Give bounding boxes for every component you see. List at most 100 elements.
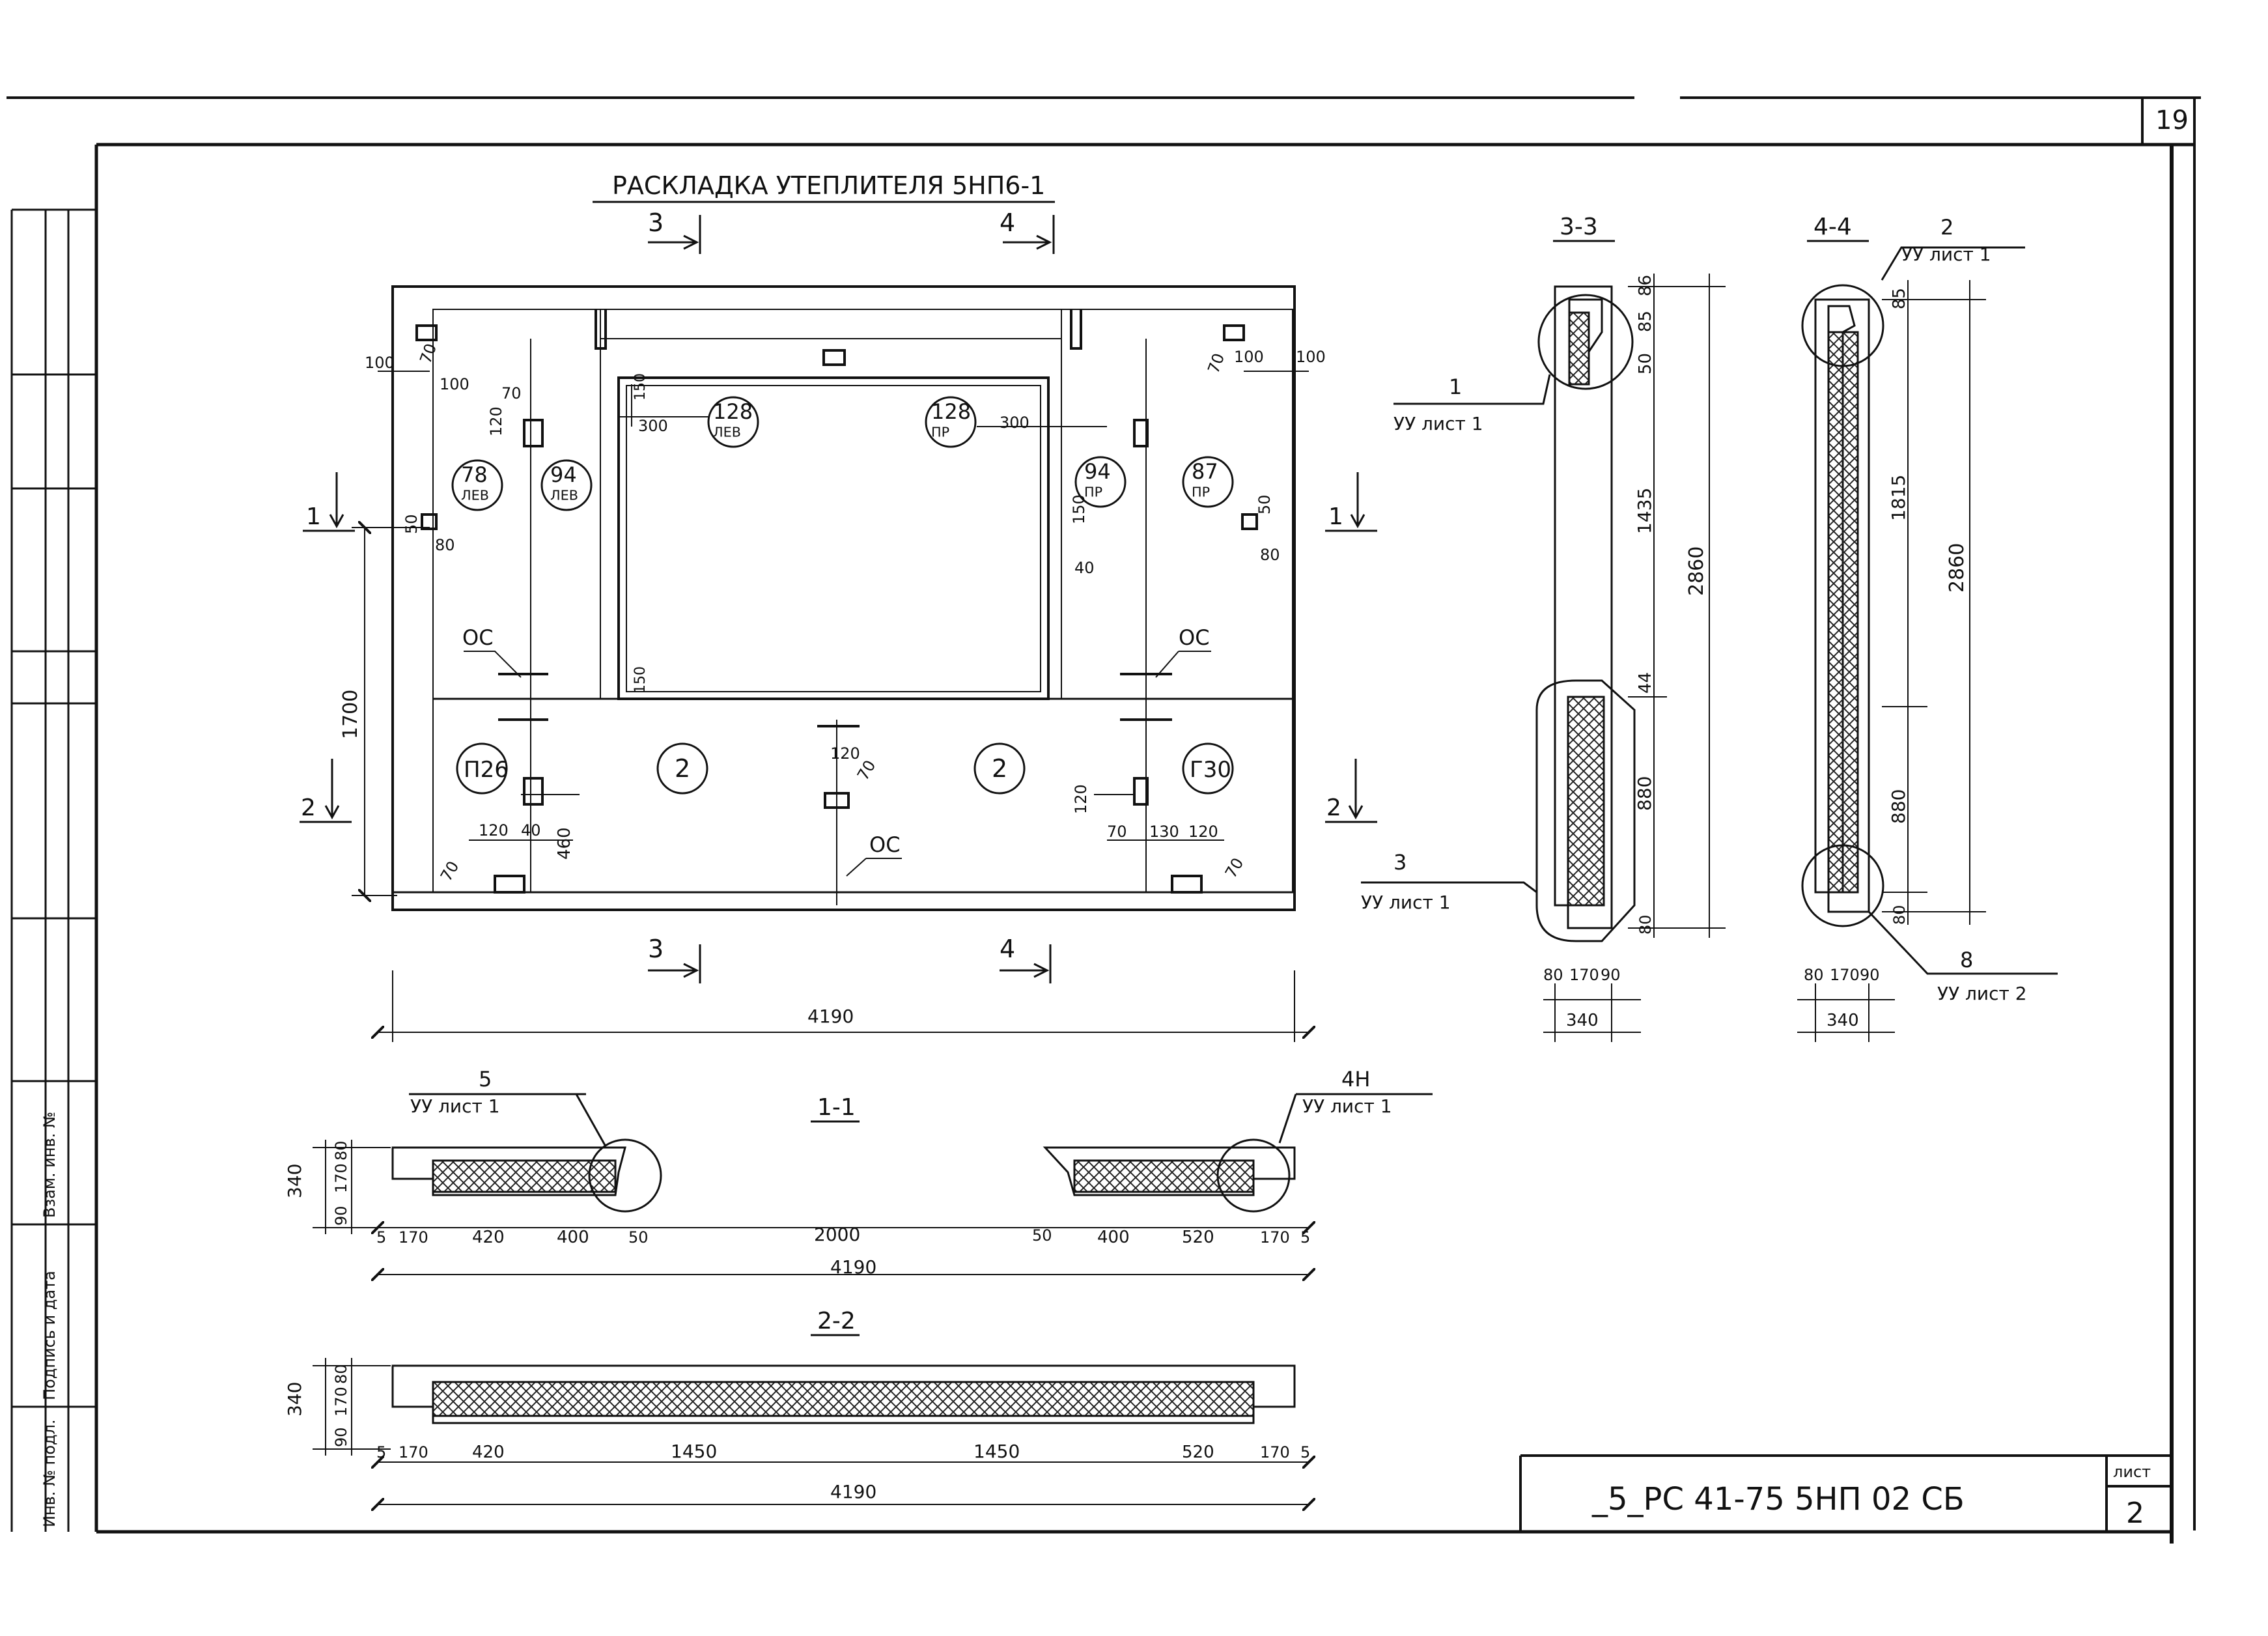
dim-plan-120b: 120 (830, 744, 860, 763)
dim-plan-300a: 300 (638, 417, 668, 435)
section-11-dim-50a: 50 (628, 1228, 649, 1247)
oc-label-left: ОС (462, 625, 494, 650)
section-11-ref-left: 5 (479, 1067, 492, 1092)
dim-plan-120f: 120 (1188, 823, 1218, 841)
mark-p26: П26 (464, 757, 509, 783)
section-44-ref8: 8 (1960, 948, 1973, 972)
section-33-h-80: 80 (1543, 966, 1563, 984)
section-11-ref-right-sheet: УУ лист 1 (1302, 1095, 1392, 1117)
dim-plan-80b: 80 (1260, 546, 1280, 564)
cut-marker-4-top (1003, 215, 1055, 254)
mark-g30: Г30 (1190, 757, 1231, 783)
cut-marker-1-right (1325, 472, 1377, 532)
cut-label-1-left: 1 (306, 503, 321, 530)
section-33-dims (1543, 274, 1726, 1042)
section-11-dim-5b: 5 (1300, 1228, 1310, 1247)
panel-marks (451, 396, 1234, 795)
section-44-v-1815: 1815 (1888, 475, 1909, 521)
section-11-h-90: 90 (332, 1206, 350, 1226)
section-22-dim-total: 4190 (830, 1481, 876, 1502)
section-33-ref1: 1 (1449, 374, 1462, 399)
section-22-dim-420: 420 (472, 1443, 505, 1462)
stamp-value: 2 (2126, 1497, 2144, 1530)
section-11-dim-400b: 400 (1097, 1228, 1130, 1247)
cut-marker-2-left (300, 759, 352, 823)
section-33-ref3-sheet: УУ лист 1 (1361, 892, 1451, 913)
dim-plan-70c: 70 (501, 384, 522, 402)
section-44-h-80: 80 (1804, 966, 1824, 984)
dim-plan-100c: 100 (1234, 348, 1264, 366)
dim-plan-50a: 50 (402, 514, 421, 534)
section-11-dim-total: 4190 (830, 1256, 876, 1278)
section-33-ref3: 3 (1393, 850, 1407, 875)
dim-plan-70e: 70 (437, 858, 463, 884)
section-44-title: 4-4 (1813, 214, 1852, 240)
cut-label-2-left: 2 (301, 795, 316, 821)
section-22-dims (313, 1358, 1309, 1504)
left-binding-strip (10, 208, 96, 1532)
plan-panel (391, 285, 1296, 911)
section-22-h-90: 90 (332, 1427, 350, 1447)
section-11-dims (313, 1140, 1309, 1275)
mark-2-left: 2 (675, 754, 690, 783)
stamp-original-inv: Инв. № подл. (40, 1419, 59, 1527)
section-33-v-1435: 1435 (1634, 488, 1655, 534)
dim-plan-40: 40 (1074, 559, 1095, 577)
section-22-h-170: 170 (332, 1387, 350, 1417)
section-22-dim-5a: 5 (376, 1443, 386, 1461)
section-33-v-880: 880 (1634, 776, 1655, 811)
dim-plan-80a: 80 (435, 536, 455, 554)
section-44-h-90: 90 (1860, 966, 1880, 984)
section-33-v-50: 50 (1636, 353, 1655, 374)
dim-plan-130: 130 (1149, 823, 1179, 841)
section-33-v-44: 44 (1636, 672, 1655, 694)
dim-plan-460: 460 (555, 827, 574, 860)
dim-plan-100d: 100 (1296, 348, 1326, 366)
section-44-ref8-sheet: УУ лист 2 (1937, 983, 2027, 1004)
section-33-h-total: 340 (1566, 1011, 1599, 1030)
section-33-v-86: 86 (1636, 275, 1655, 296)
section-22-dim-5b: 5 (1300, 1443, 1310, 1461)
dim-plan-300b: 300 (1000, 414, 1029, 432)
section-22-body (391, 1364, 1296, 1424)
section-11-dim-170a: 170 (399, 1228, 428, 1247)
cut-marker-3-top (648, 215, 701, 254)
dim-plan-70f: 70 (1107, 823, 1127, 841)
cut-label-3-top: 3 (648, 208, 664, 237)
section-22-dim-1450a: 1450 (671, 1441, 717, 1462)
cut-label-3-bottom: 3 (648, 935, 664, 963)
section-11-dim-5a: 5 (376, 1228, 386, 1247)
cut-marker-1-left (303, 472, 355, 532)
section-33-ref1-sheet: УУ лист 1 (1393, 413, 1483, 434)
plan-dimension-lines (352, 371, 1309, 1042)
section-11-dim-520: 520 (1182, 1228, 1214, 1247)
section-44-v-85: 85 (1890, 288, 1909, 309)
dim-plan-120c: 120 (1072, 784, 1090, 814)
section-44-dims (1797, 280, 1986, 1042)
dim-plan-total: 4190 (807, 1006, 854, 1027)
section-44-body (1801, 246, 2058, 975)
section-11-h-170: 170 (332, 1163, 350, 1193)
section-44-v-total: 2860 (1946, 543, 1968, 593)
section-11-dim-420: 420 (472, 1228, 505, 1247)
dim-plan-70g: 70 (1222, 855, 1248, 881)
dim-plan-150b: 150 (1070, 494, 1088, 524)
dim-plan-150a: 150 (632, 373, 649, 401)
section-44-v-80: 80 (1890, 905, 1909, 925)
sheet-frame (7, 96, 2201, 1544)
section-22-h-total: 340 (284, 1382, 305, 1417)
dim-plan-1700: 1700 (339, 690, 362, 739)
stamp-signature-date: Подпись и дата (40, 1271, 59, 1400)
cut-label-1-right: 1 (1328, 503, 1343, 530)
cut-marker-2-right (1325, 759, 1377, 823)
dim-plan-70a: 70 (416, 341, 440, 366)
section-11-ref-left-sheet: УУ лист 1 (410, 1095, 500, 1117)
section-44-ref2: 2 (1940, 215, 1953, 240)
cut-marker-4-bottom (1000, 944, 1052, 983)
section-33-h-90: 90 (1601, 966, 1621, 984)
